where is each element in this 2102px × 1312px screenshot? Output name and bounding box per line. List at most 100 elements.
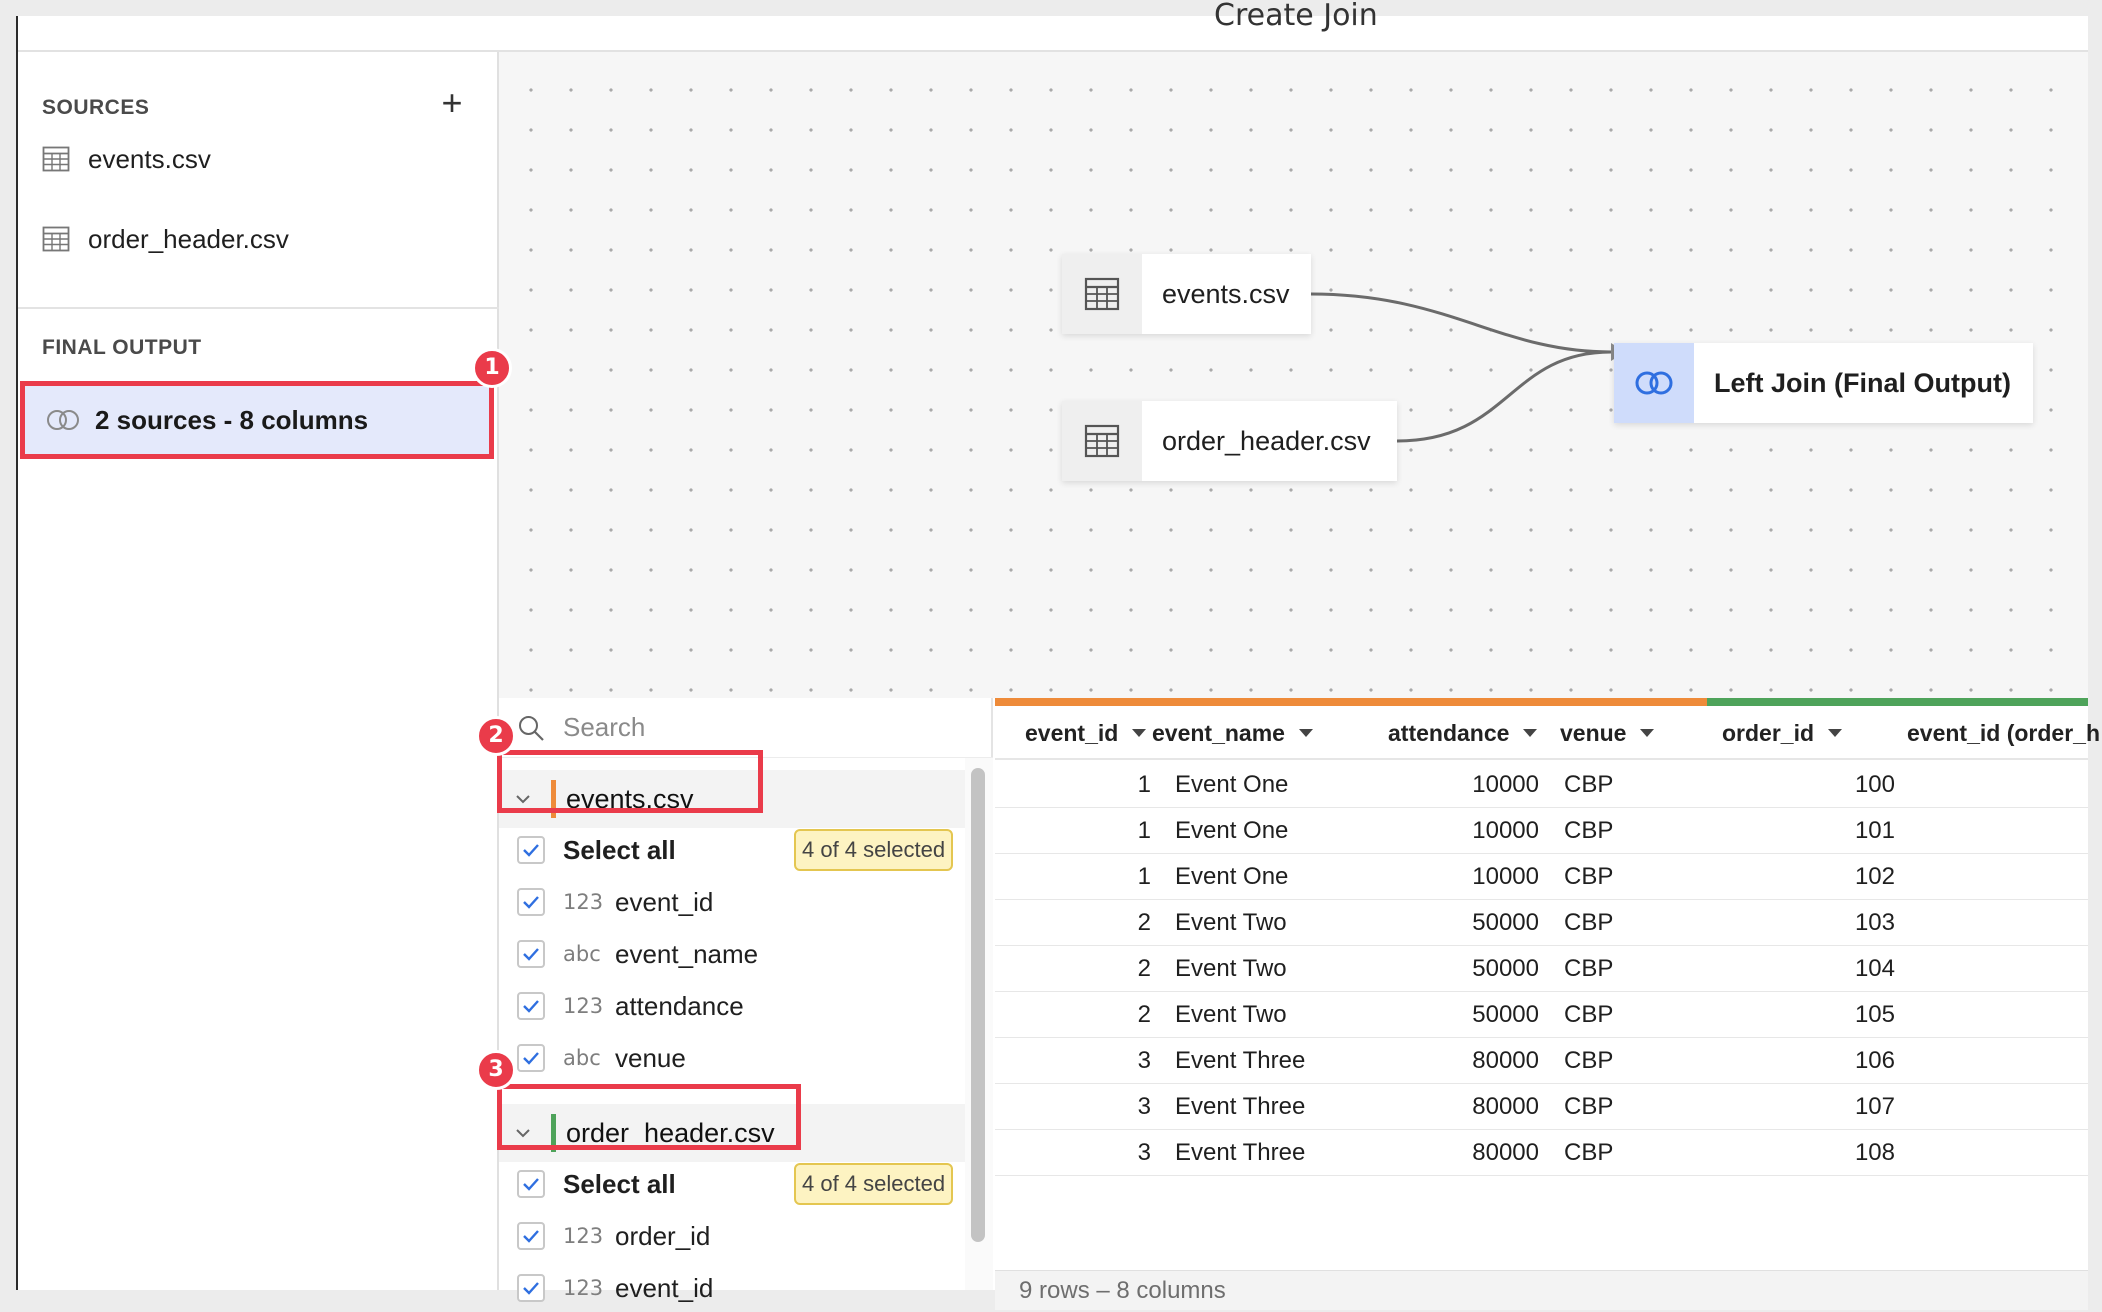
node-events[interactable]: events.csv: [1062, 254, 1311, 334]
column-item[interactable]: abc event_name: [517, 930, 758, 978]
column-name: event_id: [615, 886, 714, 917]
checkbox[interactable]: [517, 888, 545, 916]
cell-event-name: Event Two: [1175, 955, 1287, 982]
table-row: 3 Event Three 80000 CBP 108: [995, 1130, 2088, 1176]
table-icon: [42, 146, 70, 172]
cell-event-name: Event One: [1175, 817, 1289, 844]
column-header-event-id-order[interactable]: event_id (order_h: [1907, 706, 2100, 760]
cell-event-id: 2: [1137, 955, 1151, 982]
table-row: 2 Event Two 50000 CBP 104: [995, 946, 2088, 992]
column-item[interactable]: 123 event_id: [517, 1264, 713, 1312]
cell-event-id: 3: [1137, 1093, 1151, 1120]
select-all-order-header[interactable]: Select all: [517, 1160, 676, 1208]
chevron-down-icon[interactable]: [513, 1123, 533, 1143]
table-row: 2 Event Two 50000 CBP 105: [995, 992, 2088, 1038]
cell-venue: CBP: [1564, 817, 1614, 844]
column-header-event-id[interactable]: event_id: [1025, 706, 1147, 760]
checkbox[interactable]: [517, 940, 545, 968]
cell-attendance: 50000: [1472, 955, 1539, 982]
group-header-order-header[interactable]: order_header.csv: [499, 1104, 965, 1162]
sidebar-source-events[interactable]: events.csv: [42, 134, 211, 184]
select-all-events[interactable]: Select all: [517, 826, 676, 874]
check-icon: [523, 1230, 539, 1243]
checkbox[interactable]: [517, 1170, 545, 1198]
sources-sidebar: SOURCES + events.csv order_head: [18, 52, 499, 1290]
check-icon: [523, 896, 539, 909]
column-name: event_name: [615, 938, 759, 969]
selected-count-badge: 4 of 4 selected: [794, 829, 954, 871]
table-row: 1 Event One 10000 CBP 102: [995, 854, 2088, 900]
step-marker-1: 1: [472, 348, 512, 388]
caret-down-icon[interactable]: [1640, 729, 1655, 737]
checkbox[interactable]: [517, 1274, 545, 1302]
cell-order-id: 104: [1854, 955, 1895, 982]
header-label: event_name: [1152, 719, 1285, 746]
column-item[interactable]: 123 attendance: [517, 982, 744, 1030]
cell-order-id: 106: [1854, 1047, 1895, 1074]
type-tag: 123: [563, 890, 604, 914]
bottom-panel: events.csv Select all 4 of 4 selected 12…: [497, 698, 2100, 1310]
cell-event-id: 3: [1137, 1139, 1151, 1166]
column-header-venue[interactable]: venue: [1560, 706, 1655, 760]
type-tag: 123: [563, 994, 604, 1018]
cell-venue: CBP: [1564, 1001, 1614, 1028]
sidebar-source-label: order_header.csv: [88, 223, 289, 254]
checkbox[interactable]: [517, 1222, 545, 1250]
step-marker-2: 2: [476, 716, 516, 756]
column-item[interactable]: abc venue: [517, 1034, 686, 1082]
column-item[interactable]: 123 event_id: [517, 878, 713, 926]
caret-down-icon[interactable]: [1298, 729, 1313, 737]
caret-down-icon[interactable]: [1523, 729, 1538, 737]
checkbox[interactable]: [517, 1044, 545, 1072]
selected-count-badge: 4 of 4 selected: [794, 1163, 954, 1205]
join-editor-window: Create Join SOURCES + events.csv: [16, 0, 2100, 1310]
cell-event-name: Event Three: [1175, 1093, 1306, 1120]
column-name: venue: [615, 1042, 686, 1073]
events-source-stripe: [995, 698, 1707, 706]
join-icon: [1614, 343, 1694, 423]
add-source-button[interactable]: +: [441, 82, 463, 123]
cell-event-id: 1: [1137, 771, 1151, 798]
search-icon: [519, 715, 544, 741]
final-output-label-text: 2 sources - 8 columns: [95, 404, 369, 435]
node-label: order_header.csv: [1162, 425, 1371, 456]
group-header-events[interactable]: events.csv: [499, 770, 965, 828]
join-canvas[interactable]: events.csv order_header.csv: [499, 52, 2088, 698]
table-icon: [1062, 401, 1142, 481]
node-order-header[interactable]: order_header.csv: [1062, 401, 1397, 481]
column-header-attendance[interactable]: attendance: [1388, 706, 1538, 760]
column-name: attendance: [615, 990, 744, 1021]
column-item[interactable]: 123 order_id: [517, 1212, 710, 1260]
check-icon: [523, 1052, 539, 1065]
type-tag: abc: [563, 1046, 601, 1070]
cell-attendance: 80000: [1472, 1047, 1539, 1074]
cell-venue: CBP: [1564, 955, 1614, 982]
step-marker-3: 3: [476, 1050, 516, 1090]
cell-event-name: Event One: [1175, 863, 1289, 890]
scroll-thumb[interactable]: [971, 768, 985, 1242]
type-tag: 123: [563, 1224, 604, 1248]
sidebar-source-order-header[interactable]: order_header.csv: [42, 214, 289, 264]
cell-venue: CBP: [1564, 1139, 1614, 1166]
join-rings-icon: [47, 410, 79, 430]
checkbox[interactable]: [517, 992, 545, 1020]
chevron-down-icon[interactable]: [513, 789, 533, 809]
check-icon: [523, 948, 539, 961]
cell-order-id: 107: [1854, 1093, 1895, 1120]
final-output-item[interactable]: 2 sources - 8 columns: [20, 381, 494, 459]
column-header-order-id[interactable]: order_id: [1722, 706, 1843, 760]
title-bar: Create Join: [18, 0, 2088, 52]
column-panel-scrollbar[interactable]: [965, 758, 993, 1290]
final-output-label: FINAL OUTPUT: [42, 336, 202, 359]
node-left-join[interactable]: Left Join (Final Output): [1614, 343, 2033, 423]
column-header-event-name[interactable]: event_name: [1152, 706, 1313, 760]
cell-order-id: 105: [1854, 1001, 1895, 1028]
highlight-box: [497, 1084, 801, 1150]
search-input[interactable]: [563, 712, 963, 743]
cell-venue: CBP: [1564, 863, 1614, 890]
caret-down-icon[interactable]: [1828, 729, 1843, 737]
cell-event-name: Event Three: [1175, 1139, 1306, 1166]
caret-down-icon[interactable]: [1132, 729, 1147, 737]
checkbox[interactable]: [517, 836, 545, 864]
cell-venue: CBP: [1564, 909, 1614, 936]
